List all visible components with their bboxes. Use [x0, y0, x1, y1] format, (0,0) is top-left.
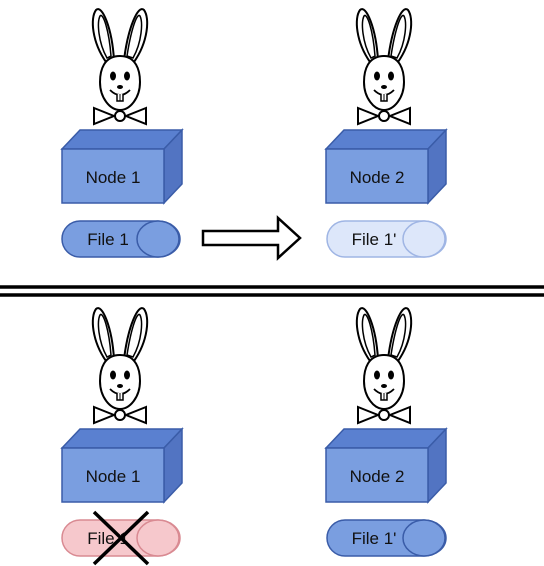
top-left-group: Node 1 File 1: [60, 8, 184, 258]
top-right-group: Node 2 File 1': [324, 8, 448, 258]
node-box: Node 1: [60, 128, 184, 205]
rabbit-icon: [91, 8, 149, 126]
rabbit-icon: [355, 8, 413, 126]
file-cylinder: File 1: [61, 220, 181, 258]
file-label: File 1': [352, 230, 397, 249]
rabbit-icon: [355, 307, 413, 424]
node-label: Node 1: [86, 467, 141, 486]
node-box: Node 2: [324, 128, 448, 205]
file-label: File 1: [87, 230, 129, 249]
panel-separator: [0, 285, 544, 297]
node-box: Node 1: [60, 427, 184, 504]
node-label: Node 2: [350, 467, 405, 486]
node-box: Node 2: [324, 427, 448, 504]
node-front-face: [61, 148, 165, 204]
bottom-left-group: Node 1 File 1: [60, 307, 184, 566]
node-front-face: [61, 447, 165, 503]
node-top-face: [324, 428, 448, 449]
bottom-right-group: Node 2 File 1': [324, 307, 448, 557]
file-cylinder-faded: File 1': [326, 220, 447, 258]
node-label: Node 1: [86, 168, 141, 187]
file-label: File 1': [352, 529, 397, 548]
file-cylinder: File 1': [326, 519, 447, 557]
node-front-face: [325, 148, 429, 204]
node-front-face: [325, 447, 429, 503]
node-top-face: [60, 129, 184, 150]
node-top-face: [324, 129, 448, 150]
right-arrow-icon: [201, 215, 302, 261]
rabbit-icon: [91, 307, 149, 424]
node-top-face: [60, 428, 184, 449]
node-label: Node 2: [350, 168, 405, 187]
cross-icon: [92, 510, 150, 566]
